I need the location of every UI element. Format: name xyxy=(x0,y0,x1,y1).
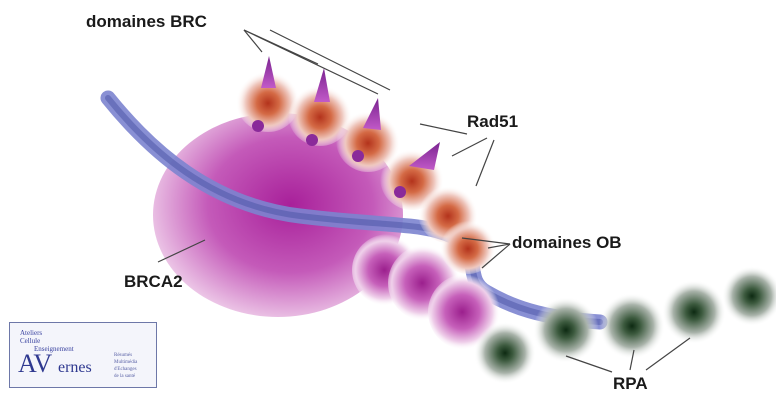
logo-side-3: d'Echanges xyxy=(114,367,137,372)
rpa-sphere xyxy=(599,293,665,359)
logo-side-2: Multimédia xyxy=(114,360,137,365)
logo-mark-b: ernes xyxy=(58,359,92,377)
label-ob-domains: domaines OB xyxy=(512,233,622,253)
label-brc-domains: domaines BRC xyxy=(86,12,207,32)
logo-side-1: Résumés xyxy=(114,353,132,358)
rpa-sphere xyxy=(533,297,599,363)
rpa-sphere xyxy=(722,266,776,326)
rpa-sphere xyxy=(662,280,726,344)
logo-line-2: Cellule xyxy=(20,337,40,345)
logo: Ateliers Cellule Enseignement AV ernes R… xyxy=(9,322,157,388)
rpa-sphere xyxy=(474,322,536,384)
label-rpa: RPA xyxy=(613,374,648,394)
rad51-sphere xyxy=(440,218,496,274)
label-rad51: Rad51 xyxy=(467,112,518,132)
logo-line-1: Ateliers xyxy=(20,329,42,337)
label-brca2: BRCA2 xyxy=(124,272,183,292)
logo-side-4: de la santé xyxy=(114,374,135,379)
logo-mark-a: AV xyxy=(18,349,52,379)
